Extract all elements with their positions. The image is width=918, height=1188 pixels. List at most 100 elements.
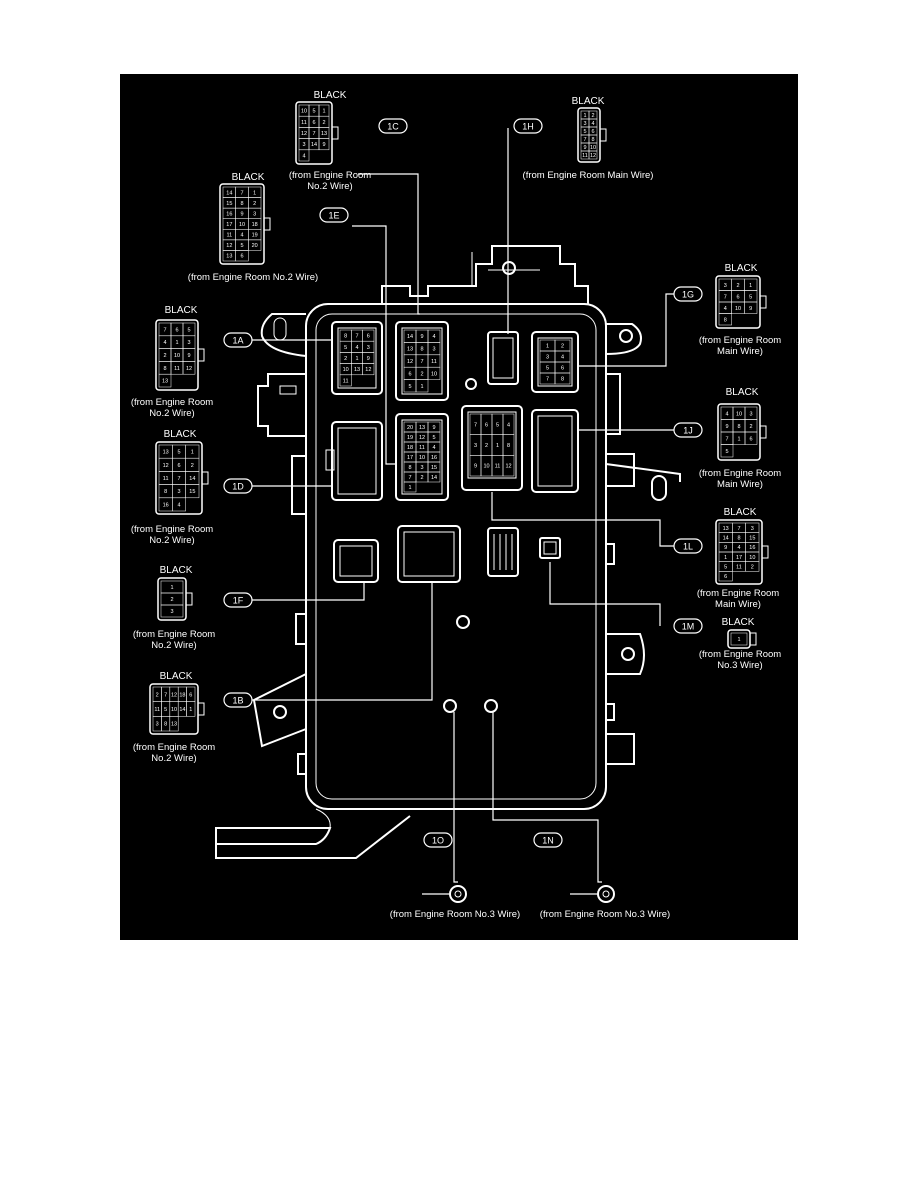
pin-1c-13: 4	[302, 153, 305, 159]
pin-1e-5: 8	[240, 201, 243, 207]
pin-1e-1: 14	[226, 190, 232, 196]
tag-label-1n: 1N	[542, 836, 554, 846]
caption-1c-2: No.2 Wire)	[307, 181, 352, 192]
pin-1e-19: 13	[226, 254, 232, 260]
socket-c-pin-2: 9	[420, 334, 423, 340]
socket-e-pin-4: 4	[507, 422, 510, 428]
socket-g-pin-3: 3	[546, 355, 549, 361]
socket-d-pin-2: 13	[419, 425, 425, 431]
pin-1d-7: 11	[163, 476, 169, 482]
pin-1l-13: 5	[724, 565, 727, 571]
pin-1d-9: 14	[189, 476, 195, 482]
pin-1e-10: 17	[226, 222, 232, 228]
pin-1j-3: 3	[749, 411, 752, 417]
caption-1n-1: (from Engine Room No.3 Wire)	[540, 909, 670, 920]
socket-d-pin-15: 15	[431, 465, 437, 471]
pin-1d-5: 6	[177, 463, 180, 469]
socket-e-pin-3: 5	[496, 422, 499, 428]
caption-1c-1: (from Engine Room	[289, 170, 371, 181]
tag-label-1f: 1F	[233, 596, 244, 606]
caption-1l-2: Main Wire)	[715, 599, 761, 610]
pin-1j-1: 4	[725, 411, 728, 417]
pin-1c-2: 5	[312, 109, 315, 115]
pin-1e-8: 9	[240, 211, 243, 217]
color-label-1h: BLACK	[572, 96, 605, 107]
pin-1g-3: 1	[749, 283, 752, 289]
socket-e-pin-12: 12	[505, 464, 511, 470]
socket-d-pin-5: 12	[419, 435, 425, 441]
pin-1a-12: 12	[186, 366, 192, 372]
pin-1a-4: 4	[163, 340, 166, 346]
socket-a-pin-2: 7	[355, 334, 358, 340]
socket-a-pin-3: 6	[367, 334, 370, 340]
pin-1d-3: 1	[191, 450, 194, 456]
pin-1e-2: 7	[240, 190, 243, 196]
pin-1e-6: 2	[253, 201, 256, 207]
socket-g-pin-5: 5	[546, 366, 549, 372]
pin-1e-12: 18	[252, 222, 258, 228]
pin-1f-1: 1	[170, 585, 173, 591]
caption-1g-2: Main Wire)	[717, 346, 763, 357]
color-label-1g: BLACK	[725, 263, 758, 274]
socket-e-pin-1: 7	[474, 422, 477, 428]
color-label-1j: BLACK	[726, 387, 759, 398]
color-label-1c: BLACK	[314, 90, 347, 101]
pin-1b-3: 12	[171, 692, 177, 698]
pin-1e-3: 1	[253, 190, 256, 196]
pin-1g-8: 10	[735, 306, 741, 312]
socket-c-pin-11: 2	[420, 371, 423, 377]
pin-1g-10: 8	[724, 317, 727, 323]
pin-1d-4: 12	[163, 463, 169, 469]
pin-1l-4: 14	[723, 536, 729, 542]
pin-1c-12: 9	[322, 142, 325, 148]
pin-1g-7: 4	[724, 306, 727, 312]
pin-1c-3: 1	[322, 109, 325, 115]
socket-a-pin-1: 8	[344, 334, 347, 340]
socket-d-pin-13: 8	[408, 465, 411, 471]
socket-f	[487, 331, 519, 385]
pin-1a-3: 5	[187, 327, 190, 333]
socket-c-pin-1: 14	[407, 334, 413, 340]
pin-1h-2: 2	[591, 113, 594, 119]
socket-j	[397, 525, 461, 583]
socket-c-pin-3: 4	[432, 334, 435, 340]
pin-1c-7: 12	[301, 131, 307, 137]
tag-label-1o: 1O	[432, 836, 444, 846]
socket-b	[325, 421, 383, 501]
socket-d-pin-10: 17	[407, 455, 413, 461]
tag-1h: 1H	[513, 118, 543, 134]
socket-d-pin-6: 5	[432, 435, 435, 441]
pin-1l-12: 10	[749, 555, 755, 561]
pin-1a-1: 7	[163, 327, 166, 333]
tag-1j: 1J	[673, 422, 703, 438]
caption-1g-1: (from Engine Room	[699, 335, 781, 346]
tag-1o: 1O	[423, 832, 453, 848]
pin-1l-15: 2	[751, 565, 754, 571]
socket-d-pin-11: 10	[419, 455, 425, 461]
socket-g-pin-7: 7	[546, 377, 549, 383]
caption-1m-1: (from Engine Room	[699, 649, 781, 660]
socket-c-pin-14: 1	[420, 384, 423, 390]
socket-d-pin-3: 9	[432, 425, 435, 431]
pin-1d-11: 3	[177, 489, 180, 495]
socket-a-pin-5: 4	[355, 345, 358, 351]
pin-1b-12: 8	[164, 722, 167, 728]
caption-1j-2: Main Wire)	[717, 479, 763, 490]
relay-block-body	[215, 245, 681, 859]
socket-a-pin-13: 11	[343, 378, 349, 384]
color-label-1m: BLACK	[722, 617, 755, 628]
tag-label-1m: 1M	[682, 622, 695, 632]
pin-1l-11: 17	[736, 555, 742, 561]
tag-label-1a: 1A	[232, 336, 243, 346]
pin-1e-20: 6	[240, 254, 243, 260]
pin-1c-1: 10	[301, 109, 307, 115]
socket-e-pin-9: 9	[474, 464, 477, 470]
pin-1j-6: 2	[749, 424, 752, 430]
socket-c-pin-12: 10	[431, 371, 437, 377]
pin-1h-9: 9	[583, 145, 586, 151]
tag-1m: 1M	[673, 618, 703, 634]
pin-1c-5: 6	[312, 120, 315, 126]
